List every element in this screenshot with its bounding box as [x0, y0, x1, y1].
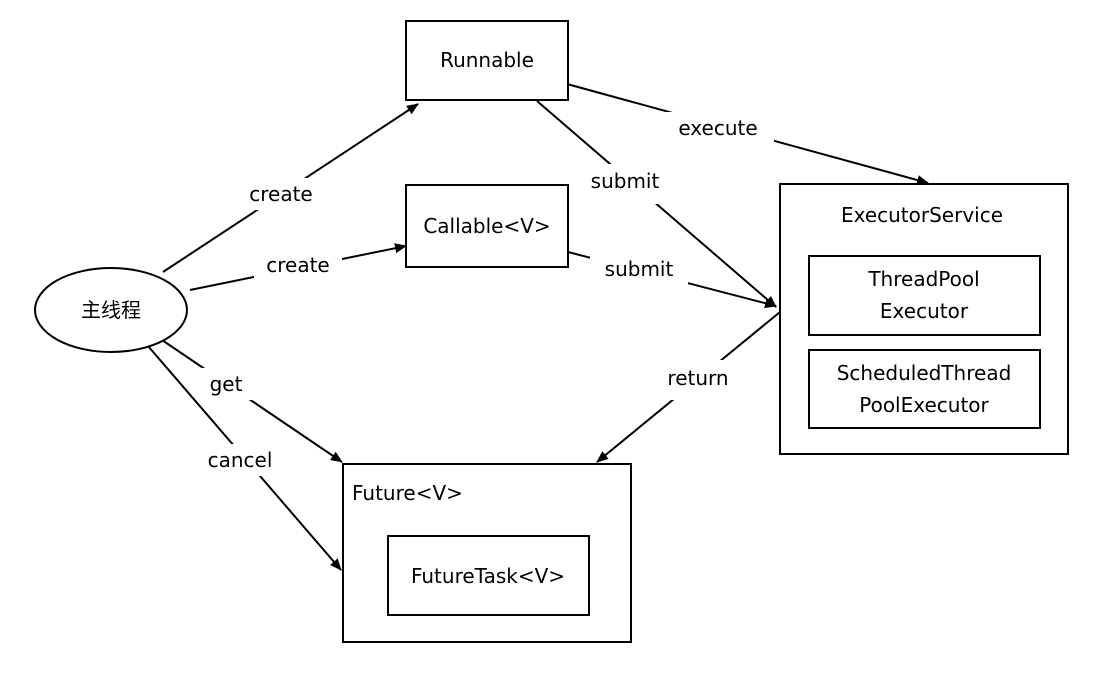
edge-label-bg: [237, 178, 325, 210]
edge-label-bg: [650, 360, 746, 400]
scheduled-thread-pool-executor-label-line-2: PoolExecutor: [859, 393, 989, 417]
edge-execute: execute: [566, 83, 929, 185]
edge-label-execute: execute: [678, 116, 757, 140]
node-main-thread: 主线程: [34, 267, 188, 353]
scheduled-thread-pool-executor-label-line-1: ScheduledThread: [837, 361, 1012, 385]
edge-get-line: [161, 339, 343, 463]
thread-pool-executor-label-line-2: Executor: [880, 299, 969, 323]
edge-label-bg: [576, 164, 674, 204]
node-scheduled-thread-pool-executor: ScheduledThread PoolExecutor: [808, 349, 1041, 429]
edge-label-bg: [254, 250, 342, 280]
edge-get: get: [161, 339, 343, 463]
node-callable: Callable<V>: [405, 184, 569, 268]
runnable-label: Runnable: [440, 48, 534, 72]
callable-box: [405, 184, 569, 268]
edge-label-cancel: cancel: [208, 448, 273, 472]
node-future: Future<V> FutureTask<V>: [342, 463, 632, 643]
edge-label-bg: [200, 368, 252, 400]
future-task-label: FutureTask<V>: [411, 564, 565, 588]
executor-service-label: ExecutorService: [841, 203, 1003, 227]
future-label: Future<V>: [352, 481, 463, 505]
node-thread-pool-executor: ThreadPool Executor: [808, 255, 1041, 336]
main-thread-ellipse: [34, 267, 188, 353]
edge-cancel: cancel: [147, 345, 342, 571]
thread-pool-executor-label-line-1: ThreadPool: [867, 267, 979, 291]
edge-submit-runnable: submit: [536, 100, 777, 308]
thread-pool-executor-box: [808, 255, 1041, 336]
future-task-box: [387, 535, 590, 616]
edge-label-submit-callable: submit: [605, 257, 674, 281]
edge-label-return: return: [667, 366, 728, 390]
runnable-box: [405, 20, 569, 101]
edge-label-create-callable: create: [266, 253, 330, 277]
edge-label-bg: [196, 444, 284, 476]
edge-return: return: [596, 311, 781, 463]
node-executor-service: ExecutorService ThreadPool Executor Sche…: [779, 183, 1069, 455]
edge-label-submit-runnable: submit: [591, 169, 660, 193]
edge-label-get: get: [210, 372, 243, 396]
edge-submit-callable: submit: [567, 251, 777, 309]
node-future-task: FutureTask<V>: [387, 535, 590, 616]
main-thread-label: 主线程: [81, 298, 141, 322]
edge-label-create-runnable: create: [249, 182, 313, 206]
edge-create-runnable: create: [162, 103, 419, 273]
edge-create-callable: create: [189, 243, 407, 291]
node-runnable: Runnable: [405, 20, 569, 101]
edge-label-bg: [662, 112, 774, 144]
callable-label: Callable<V>: [423, 214, 550, 238]
edge-label-bg: [590, 252, 688, 288]
scheduled-thread-pool-executor-box: [808, 349, 1041, 429]
